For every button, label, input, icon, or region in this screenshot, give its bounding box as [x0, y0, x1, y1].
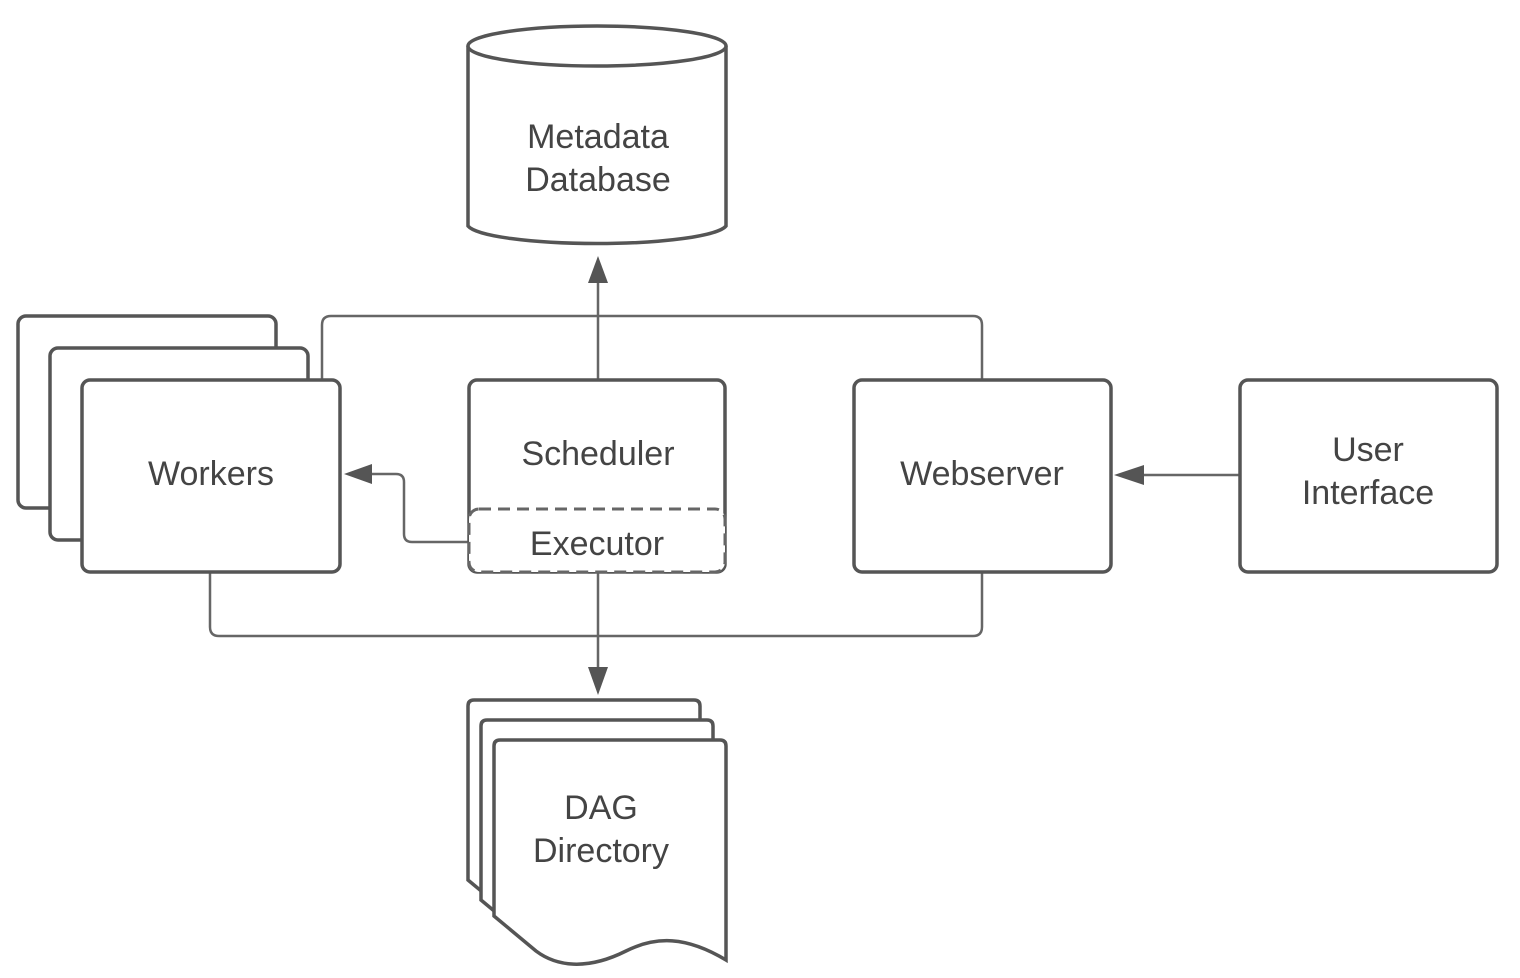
workers-to-dags-line: [208, 572, 598, 638]
database-cylinder-body: [466, 46, 728, 246]
webserver-node: Webserver: [852, 378, 1113, 574]
dag-document-front: [492, 738, 728, 966]
user-interface-label-line2: Interface: [1302, 474, 1434, 512]
workers-stack-front: [80, 378, 342, 574]
arrowheads: [344, 256, 1144, 695]
user-interface-node: User Interface: [1238, 378, 1499, 574]
arrowhead-to-database: [588, 256, 608, 283]
dag-directory-label-line1: DAG: [564, 789, 638, 827]
webserver-to-database-line: [598, 314, 984, 380]
scheduler-label: Scheduler: [521, 435, 674, 473]
user-interface-label-line1: User: [1332, 431, 1404, 469]
webserver-box: [852, 378, 1113, 574]
metadata-database-label-line1: Metadata: [527, 118, 669, 156]
database-cylinder-top: [466, 24, 728, 68]
arrowhead-to-workers: [344, 464, 372, 484]
metadata-database-node: Metadata Database: [466, 24, 728, 246]
webserver-label: Webserver: [900, 455, 1064, 493]
dag-directory-node: DAG Directory: [466, 698, 728, 966]
scheduler-node: Scheduler Executor: [467, 378, 727, 574]
workers-node: Workers: [16, 314, 342, 574]
arrowhead-to-dag-directory: [588, 667, 608, 695]
executor-label: Executor: [530, 525, 664, 563]
executor-to-workers-line: [372, 472, 468, 544]
metadata-database-label-line2: Database: [525, 161, 671, 199]
dag-directory-label-line2: Directory: [533, 832, 669, 870]
user-interface-box: [1238, 378, 1499, 574]
executor-box: [467, 507, 727, 574]
workers-to-database-line: [320, 314, 598, 380]
arrowhead-to-webserver: [1114, 465, 1144, 485]
connectors: [208, 280, 1240, 668]
workers-label: Workers: [148, 455, 274, 493]
webserver-to-dags-line: [598, 572, 984, 638]
